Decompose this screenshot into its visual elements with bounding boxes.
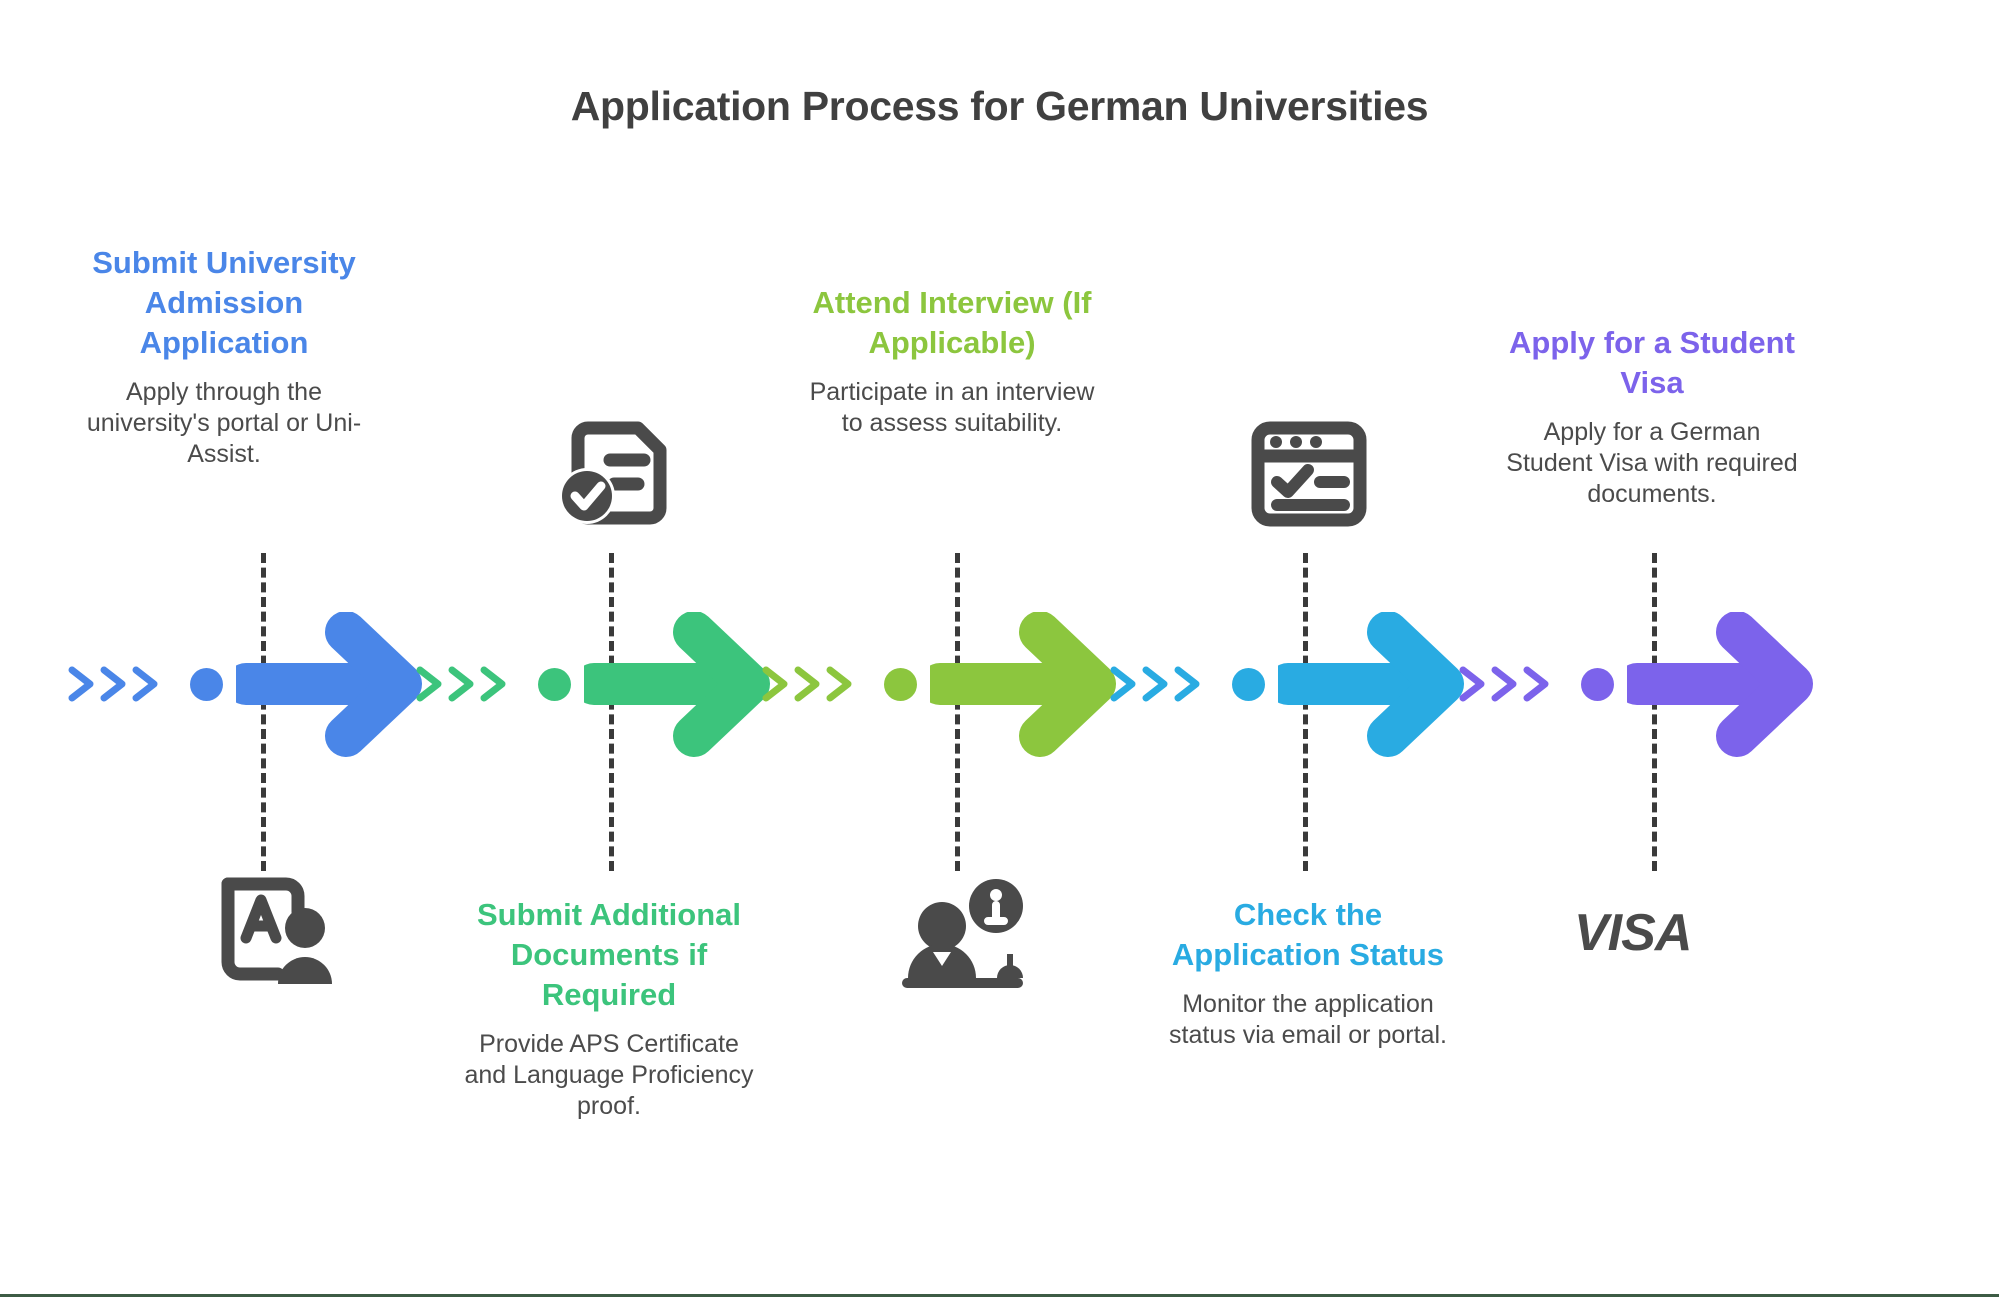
step-2-arrow-band	[414, 612, 774, 757]
process-step-1: Submit University Admission Application …	[66, 0, 426, 1297]
interview-person-info-icon	[902, 879, 1023, 988]
step-2-title: Submit Additional Documents if Required	[476, 897, 742, 1012]
step-5-arrow-icon	[1627, 612, 1813, 757]
step-3-dashed-connector	[955, 553, 960, 871]
step-3-title: Attend Interview (If Applicable)	[812, 285, 1092, 360]
step-5-node-dot	[1581, 668, 1614, 701]
process-step-5: Apply for a Student Visa Apply for a Ger…	[1457, 0, 1817, 1297]
step-4-text-block: Check the Application Status Monitor the…	[1158, 895, 1458, 1051]
step-3-arrow-icon	[930, 612, 1116, 757]
step-1-title: Submit University Admission Application	[92, 245, 356, 360]
step-3-chevron-group	[762, 666, 852, 702]
step-1-description: Apply through the university's portal or…	[86, 378, 362, 468]
step-1-node-dot	[190, 668, 223, 701]
step-3-arrow-band	[760, 612, 1120, 757]
step-5-chevron-group	[1459, 666, 1549, 702]
process-step-4: Check the Application Status Monitor the…	[1108, 0, 1468, 1297]
bottom-divider	[0, 1294, 1999, 1297]
step-5-text-block: Apply for a Student Visa Apply for a Ger…	[1502, 323, 1802, 510]
step-4-arrow-icon	[1278, 612, 1464, 757]
step-3-description: Participate in an interview to assess su…	[809, 378, 1095, 437]
step-1-chevron-group	[68, 666, 158, 702]
browser-checklist-icon	[1251, 421, 1367, 527]
step-4-title: Check the Application Status	[1171, 897, 1445, 972]
step-4-node-dot	[1232, 668, 1265, 701]
process-step-3: Attend Interview (If Applicable) Partici…	[760, 0, 1120, 1297]
process-step-2: Submit Additional Documents if Required …	[414, 0, 774, 1297]
step-1-arrow-icon	[236, 612, 422, 757]
page-title: Application Process for German Universit…	[570, 83, 1429, 129]
step-5-dashed-connector	[1652, 553, 1657, 871]
step-2-dashed-connector	[609, 553, 614, 871]
step-1-dashed-connector	[261, 553, 266, 871]
step-5-arrow-band	[1457, 612, 1817, 757]
step-4-description: Monitor the application status via email…	[1169, 990, 1447, 1049]
step-4-chevron-group	[1110, 666, 1200, 702]
document-person-icon	[221, 877, 332, 984]
step-2-arrow-icon	[584, 612, 770, 757]
step-2-description: Provide APS Certificate and Language Pro…	[464, 1030, 754, 1120]
step-1-text-block: Submit University Admission Application …	[74, 243, 374, 470]
step-5-title: Apply for a Student Visa	[1509, 325, 1795, 400]
step-3-text-block: Attend Interview (If Applicable) Partici…	[802, 283, 1102, 439]
step-5-description: Apply for a German Student Visa with req…	[1506, 418, 1798, 508]
step-4-dashed-connector	[1303, 553, 1308, 871]
visa-wordmark-icon: VISA	[1574, 904, 1692, 962]
step-4-arrow-band	[1108, 612, 1468, 757]
step-2-chevron-group	[416, 666, 506, 702]
step-1-arrow-band	[66, 612, 426, 757]
step-2-text-block: Submit Additional Documents if Required …	[459, 895, 759, 1122]
step-3-node-dot	[884, 668, 917, 701]
step-2-node-dot	[538, 668, 571, 701]
document-check-icon	[559, 421, 667, 525]
